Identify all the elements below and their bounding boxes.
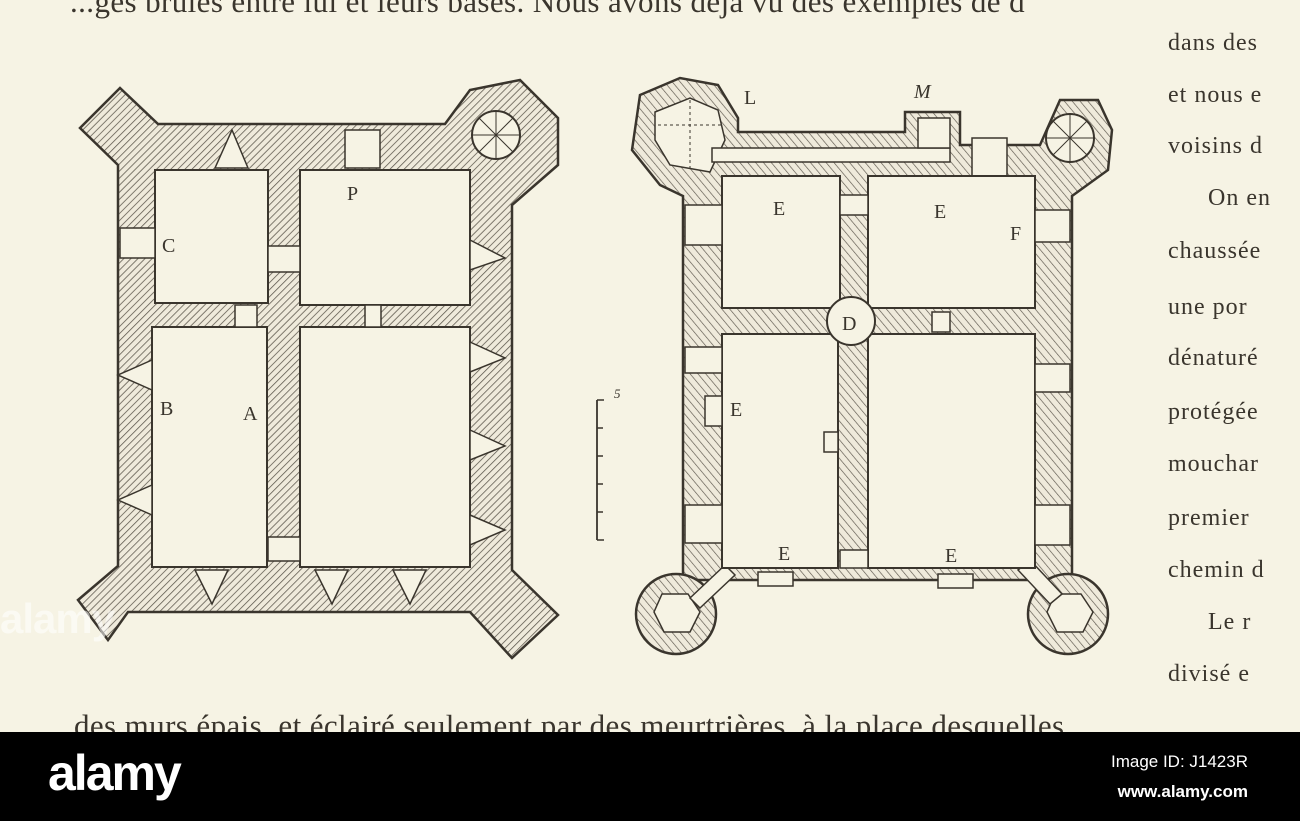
plan-right-label-e3: E bbox=[730, 399, 742, 421]
plan-right-embrasure bbox=[704, 395, 723, 427]
plan-right-passage-sw bbox=[688, 563, 737, 610]
plan-left-arrow-slit bbox=[116, 358, 153, 392]
plan-right-central-pillar-d bbox=[826, 296, 876, 346]
plan-right-label-e1: E bbox=[773, 198, 785, 220]
plan-right-room-e3 bbox=[721, 333, 839, 569]
plan-right-doorway bbox=[931, 311, 951, 333]
column-line-3: voisins d bbox=[1168, 133, 1264, 159]
plan-right-doorway bbox=[839, 194, 869, 216]
column-line-9: mouchar bbox=[1168, 451, 1259, 477]
text-top-line: ...ges brûlés entre lui et leurs bases. … bbox=[70, 0, 1025, 19]
plan-right-label-m: M bbox=[913, 81, 932, 103]
plan-right-tower-sw-room bbox=[653, 593, 701, 633]
plan-right-room-m bbox=[917, 117, 951, 149]
plan-left-arrow-slit bbox=[391, 569, 428, 606]
plan-left-label-b: B bbox=[160, 398, 173, 420]
plan-right-doorway bbox=[971, 137, 1008, 177]
plan-left-room-p bbox=[299, 169, 471, 306]
plan-right: L M E E F D E E E bbox=[630, 76, 1114, 656]
plan-right-room-e2 bbox=[867, 175, 1036, 309]
plan-right-label-e4: E bbox=[778, 543, 790, 565]
text-bottom-line: des murs épais, et éclairé seulement par… bbox=[74, 708, 1065, 732]
plan-left-arrow-slit bbox=[469, 340, 507, 374]
plan-right-embrasure bbox=[684, 204, 723, 246]
plan-right-doorway bbox=[757, 571, 794, 587]
plan-right-room-e4 bbox=[867, 333, 1036, 569]
plan-right-embrasure bbox=[1034, 363, 1071, 393]
alamy-logo: alamy bbox=[48, 745, 182, 801]
image-id: Image ID: J1423R bbox=[1110, 752, 1248, 771]
column-line-7: dénaturé bbox=[1168, 345, 1259, 371]
site-url: www.alamy.com bbox=[1117, 782, 1248, 801]
plan-right-label-e5: E bbox=[945, 545, 957, 567]
scale-bar: 5 bbox=[596, 386, 621, 541]
plan-right-label-d: D bbox=[842, 313, 856, 335]
column-line-2: et nous e bbox=[1168, 82, 1263, 108]
plan-left-arrow-slit bbox=[193, 569, 230, 606]
plan-left-arrow-slit bbox=[116, 483, 153, 517]
plan-left: C P B A bbox=[76, 78, 560, 660]
plan-left-label-c: C bbox=[162, 235, 175, 257]
plan-right-embrasure bbox=[684, 346, 723, 374]
alamy-watermark: alamy bbox=[0, 595, 115, 642]
plan-right-embrasure bbox=[1034, 504, 1071, 546]
plan-left-room-b bbox=[151, 326, 268, 568]
plan-left-arrow-slit bbox=[313, 569, 350, 606]
column-line-11: chemin d bbox=[1168, 557, 1265, 583]
column-line-1: dans des bbox=[1168, 30, 1258, 56]
plan-left-label-a: A bbox=[243, 403, 258, 425]
scanned-page: ...ges brûlés entre lui et leurs bases. … bbox=[0, 0, 1271, 732]
plan-right-label-l: L bbox=[744, 87, 756, 109]
plan-left-room-c bbox=[154, 169, 269, 304]
scale-label: 5 bbox=[614, 386, 621, 401]
plan-left-doorway bbox=[364, 304, 382, 328]
plan-right-doorway bbox=[823, 431, 839, 453]
plan-right-room-e1 bbox=[721, 175, 841, 309]
column-line-5: chaussée bbox=[1168, 238, 1262, 264]
plan-right-corridor bbox=[711, 147, 951, 163]
column-line-12: Le r bbox=[1208, 609, 1252, 635]
plan-left-doorway bbox=[267, 536, 301, 562]
plan-left-arrow-slit bbox=[469, 238, 507, 272]
plan-right-label-f: F bbox=[1010, 223, 1021, 245]
plan-right-label-e2: E bbox=[934, 201, 946, 223]
plan-right-embrasure bbox=[684, 504, 723, 544]
plan-right-tower-se-room bbox=[1046, 593, 1094, 633]
plan-left-doorway bbox=[119, 227, 156, 259]
plan-left-doorway bbox=[267, 245, 301, 273]
column-line-13: divisé e bbox=[1168, 661, 1250, 687]
column-line-4: On en bbox=[1208, 185, 1271, 211]
plan-left-arrow-slit bbox=[469, 428, 507, 462]
floor-plans-figure: C P B A bbox=[76, 76, 1114, 660]
plan-left-arrow-slit bbox=[469, 513, 507, 547]
column-line-6: une por bbox=[1168, 294, 1248, 320]
plan-left-doorway bbox=[344, 129, 381, 169]
alamy-footer-bar: alamy Image ID: J1423R www.alamy.com bbox=[0, 732, 1300, 821]
plan-left-arrow-slit bbox=[213, 128, 250, 169]
plan-right-embrasure bbox=[1034, 209, 1071, 243]
plan-right-doorway bbox=[839, 549, 869, 569]
plan-left-doorway bbox=[234, 304, 258, 328]
plan-right-doorway bbox=[937, 573, 974, 589]
plan-left-label-p: P bbox=[347, 183, 358, 205]
plan-left-room-large bbox=[299, 326, 471, 568]
column-line-10: premier bbox=[1168, 505, 1250, 531]
column-line-8: protégée bbox=[1168, 399, 1259, 425]
